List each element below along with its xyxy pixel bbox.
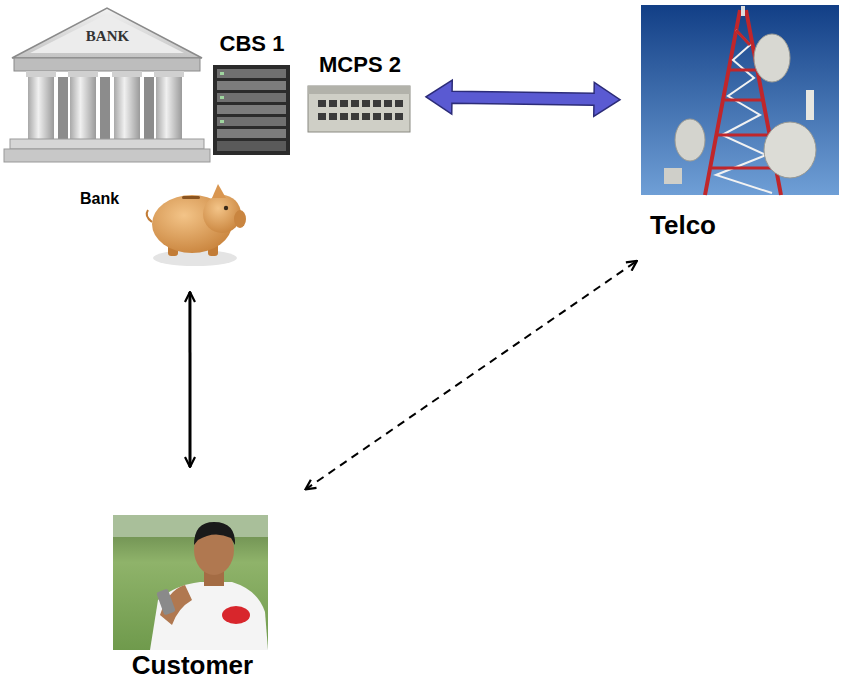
- node-label: MCPS 2: [304, 52, 416, 77]
- telco-link-arrow: [426, 80, 620, 116]
- node-label: BANK: [10, 28, 205, 45]
- piggy-bank: Bank: [72, 178, 247, 270]
- customer-telco-arrow: [305, 261, 637, 490]
- piggy-bank-picture: [147, 184, 246, 266]
- bank-customer-arrow: [188, 292, 191, 467]
- bank-building-picture: [4, 8, 210, 162]
- node-label: Bank: [72, 190, 247, 208]
- network-switch: MCPS 2: [304, 52, 416, 134]
- network-switch-picture: [308, 86, 410, 132]
- server-rack-picture: [213, 65, 290, 155]
- customer-photo: Customer: [110, 515, 275, 683]
- node-label: Customer: [110, 651, 275, 681]
- telco-tower-picture: [641, 5, 839, 195]
- node-label: Telco: [640, 211, 840, 241]
- bank-building: BANK: [10, 0, 205, 165]
- node-label: CBS 1: [206, 31, 298, 56]
- telco-tower: Telco: [640, 5, 840, 245]
- customer-photo: [113, 515, 268, 650]
- server-rack: CBS 1: [206, 31, 298, 157]
